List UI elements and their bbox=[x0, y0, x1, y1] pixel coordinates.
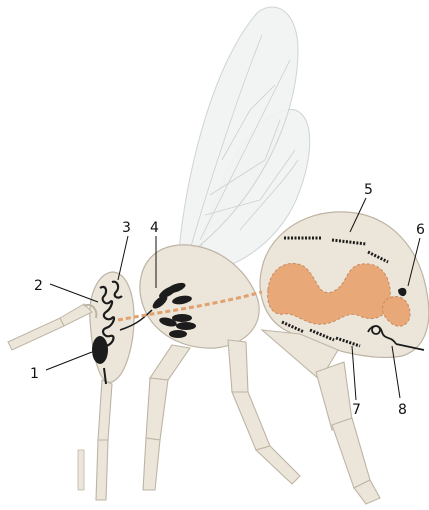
middle-leg-1 bbox=[150, 345, 190, 380]
label-2: 2 bbox=[34, 278, 43, 294]
label-6: 6 bbox=[416, 222, 425, 238]
middle-leg-2 bbox=[228, 340, 248, 392]
antenna bbox=[8, 304, 96, 350]
label-3: 3 bbox=[122, 220, 131, 236]
front-leg bbox=[98, 380, 112, 440]
leader-2 bbox=[50, 284, 98, 302]
label-7: 7 bbox=[352, 402, 361, 418]
label-5: 5 bbox=[364, 182, 373, 198]
label-4: 4 bbox=[150, 220, 159, 236]
label-8: 8 bbox=[398, 402, 407, 418]
mandibular-gland bbox=[92, 336, 108, 364]
leader-1 bbox=[46, 352, 92, 370]
label-1: 1 bbox=[30, 366, 39, 382]
thorax bbox=[140, 245, 259, 348]
leader-3 bbox=[118, 236, 128, 280]
